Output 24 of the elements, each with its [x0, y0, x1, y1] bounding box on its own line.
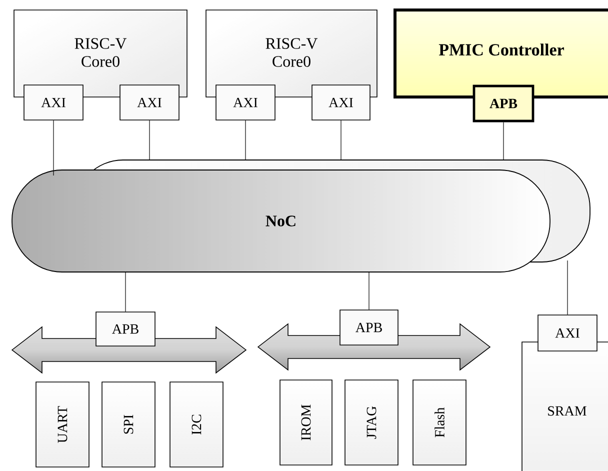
connector-line — [340, 120, 342, 160]
port-box: AXI — [24, 84, 84, 120]
peripheral-box: Flash — [412, 380, 466, 466]
connector-line — [368, 272, 370, 310]
peripheral-box: JTAG — [344, 380, 398, 466]
port-box: AXI — [120, 84, 180, 120]
port-box: AXI — [312, 84, 370, 120]
controller-box: PMIC Controller — [394, 8, 608, 98]
connector-line — [125, 272, 126, 312]
port-box: APB — [96, 312, 156, 346]
peripheral-box: IROM — [280, 380, 332, 466]
port-box: APB — [472, 84, 534, 122]
peripheral-box: SPI — [102, 382, 156, 468]
connector-line — [53, 120, 54, 176]
connector-line — [567, 260, 568, 315]
connector-line — [245, 120, 246, 160]
connector-line — [149, 120, 150, 160]
noc-capsule: NoC — [12, 160, 590, 272]
connector-line — [503, 122, 504, 160]
port-box: APB — [340, 310, 398, 346]
port-box: AXI — [538, 314, 598, 352]
peripheral-box: UART — [36, 382, 90, 468]
port-box: AXI — [216, 84, 276, 120]
peripheral-box: I2C — [170, 382, 224, 468]
